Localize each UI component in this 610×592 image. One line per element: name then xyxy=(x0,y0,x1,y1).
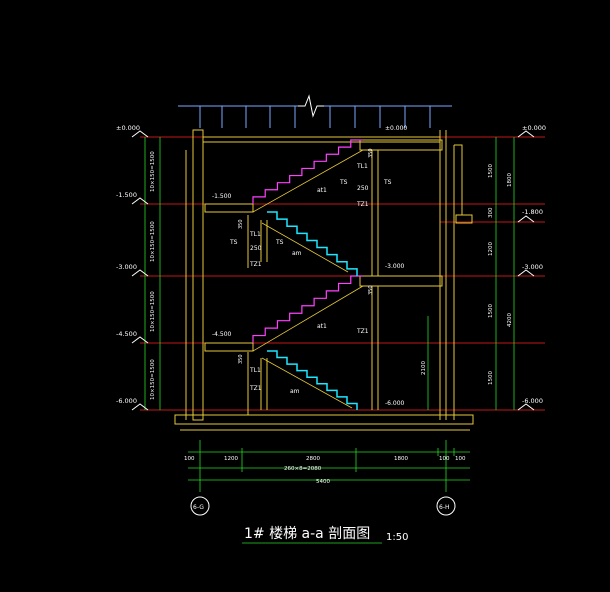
left-level-3: -3.000 xyxy=(116,263,137,271)
bdim-3: 2800 xyxy=(306,456,320,462)
tag-tz1-b: TZ1 xyxy=(249,261,262,268)
stair-flight xyxy=(267,211,358,276)
int-level-3: -3.000 xyxy=(385,263,405,270)
left-vertical-dims: 10×150=1500 10×150=1500 10×150=1500 10×1… xyxy=(150,151,156,400)
right-level-3: -3.000 xyxy=(522,263,543,271)
int-level-1: -1.500 xyxy=(212,193,232,200)
right-level-2: -1.800 xyxy=(522,208,543,216)
tag-tl1-a: TL1 xyxy=(356,163,368,170)
tag-tz1-d: TZ1 xyxy=(249,385,262,392)
vdim-right-5: 1500 xyxy=(488,371,494,385)
axis-label-g: 6-G xyxy=(193,504,204,511)
right-level-markers: ±0.000 -1.800 -3.000 -6.000 xyxy=(517,124,546,411)
vdim-right-outer-1: 1800 xyxy=(507,173,513,187)
dim-350-a: 350 xyxy=(368,148,374,158)
internal-levels: -1.500 ±0.000 -3.000 -4.500 -6.000 xyxy=(212,125,407,407)
stair-flight xyxy=(252,275,363,343)
bottom-dims: 100 1200 2800 1800 100 100 260×8=2080 54… xyxy=(184,456,466,485)
vdim-right-4: 1500 xyxy=(488,304,494,318)
tag-at1-b: at1 xyxy=(317,323,327,330)
vdim-left-2: 10×150=1500 xyxy=(150,221,156,262)
break-symbol xyxy=(298,94,324,118)
tag-am-a: am xyxy=(292,250,302,257)
left-level-5: -6.000 xyxy=(116,397,137,405)
right-level-4: -6.000 xyxy=(522,397,543,405)
vdim-right-2: 300 xyxy=(488,207,494,218)
walls xyxy=(174,129,474,431)
level-lines xyxy=(140,136,545,411)
axis-bubble-g xyxy=(190,496,210,516)
right-level-1: ±0.000 xyxy=(522,124,546,132)
bdim-5: 100 xyxy=(439,456,450,462)
left-level-markers: ±0.000 -1.500 -3.000 -4.500 -6.000 xyxy=(116,124,149,411)
tag-at1-a: at1 xyxy=(317,187,327,194)
component-tags: TL1 TS TS 250 TZ1 at1 TL1 TS TS 250 TZ1 … xyxy=(229,163,392,395)
dim-350-c: 350 xyxy=(368,285,374,295)
vdim-left-1: 10×150=1500 xyxy=(150,151,156,192)
tag-250-a: 250 xyxy=(357,185,369,192)
int-level-4: -4.500 xyxy=(212,331,232,338)
dimension-lines xyxy=(144,137,515,544)
bdim-1: 100 xyxy=(184,456,195,462)
tag-ts-d: TS xyxy=(275,239,284,246)
axis-label-h: 6-H xyxy=(439,504,450,511)
tag-ts-b: TS xyxy=(383,179,392,186)
axis-markers: 6-G 6-H xyxy=(190,496,456,516)
vdim-right-1: 1500 xyxy=(488,164,494,178)
vdim-right-outer-2: 4200 xyxy=(507,313,513,327)
upper-flights xyxy=(252,139,363,343)
bdim-row2: 260×8=2080 xyxy=(284,466,322,472)
bdim-6: 100 xyxy=(455,456,466,462)
left-level-4: -4.500 xyxy=(116,330,137,338)
stair-flight xyxy=(267,350,358,410)
tag-ts-c: TS xyxy=(229,239,238,246)
dim-350-b: 350 xyxy=(238,219,244,229)
bdim-4: 1800 xyxy=(394,456,408,462)
lower-flights xyxy=(267,211,358,410)
vdim-right-3: 1200 xyxy=(488,242,494,256)
dim-350-d: 350 xyxy=(238,354,244,364)
left-level-1: ±0.000 xyxy=(116,124,140,132)
vdim-left-3: 10×150=1500 xyxy=(150,291,156,332)
small-dims: 350 350 350 350 xyxy=(238,148,374,364)
drawing-scale: 1:50 xyxy=(386,532,408,543)
tag-ts-a: TS xyxy=(339,179,348,186)
axis-bubble-h xyxy=(436,496,456,516)
tag-tz1-a: TZ1 xyxy=(356,201,369,208)
tag-tl1-c: TL1 xyxy=(249,367,261,374)
vdim-left-4: 10×150=1500 xyxy=(150,359,156,400)
drawing-title: 1# 楼梯 a-a 剖面图 xyxy=(244,526,370,542)
left-level-2: -1.500 xyxy=(116,191,137,199)
vdim-2100: 2100 xyxy=(421,361,427,375)
int-level-5: -6.000 xyxy=(385,400,405,407)
tag-tz1-c: TZ1 xyxy=(356,328,369,335)
int-level-2: ±0.000 xyxy=(385,125,407,132)
tag-tl1-b: TL1 xyxy=(249,231,261,238)
roof-railing xyxy=(178,105,452,128)
right-vertical-dims: 1500 300 1200 1500 1500 1800 4200 2100 xyxy=(421,164,513,385)
bdim-2: 1200 xyxy=(224,456,238,462)
tag-am-b: am xyxy=(290,388,300,395)
tag-250-b: 250 xyxy=(250,245,262,252)
bdim-total: 5400 xyxy=(316,479,330,485)
stair-slabs xyxy=(252,149,364,409)
stair-flight xyxy=(252,139,363,204)
level-marker xyxy=(131,130,149,138)
